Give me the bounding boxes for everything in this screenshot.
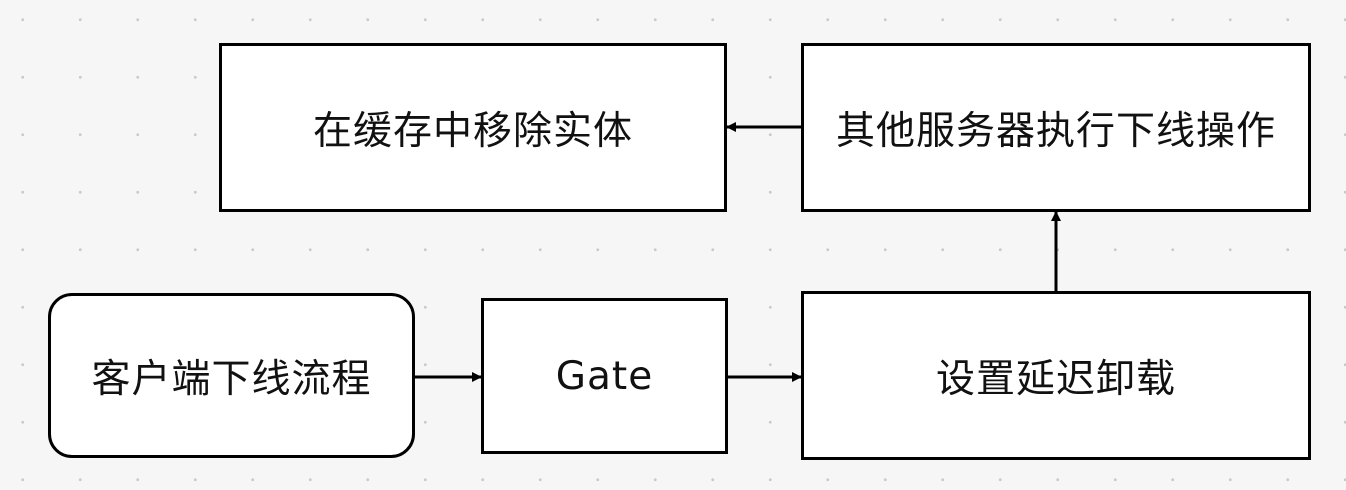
node-client-flow[interactable]: 客户端下线流程 <box>48 293 415 458</box>
node-delay-unload[interactable]: 设置延迟卸载 <box>801 291 1311 460</box>
node-remove-entity[interactable]: 在缓存中移除实体 <box>219 43 727 212</box>
node-gate[interactable]: Gate <box>481 298 728 454</box>
node-other-servers[interactable]: 其他服务器执行下线操作 <box>801 43 1311 212</box>
